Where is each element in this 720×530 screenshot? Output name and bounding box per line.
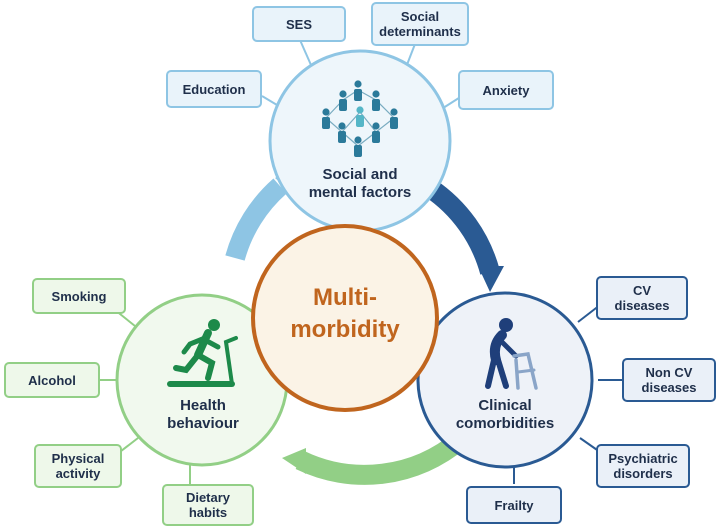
box-psychiatric-disorders: Psychiatric disorders: [596, 444, 690, 488]
box-frailty: Frailty: [466, 486, 562, 524]
box-ses: SES: [252, 6, 346, 42]
arrow-arc-to-social: [225, 178, 287, 261]
box-cv-diseases: CV diseases: [596, 276, 688, 320]
arrow-arc-to-clinical: [424, 179, 500, 275]
box-anxiety: Anxiety: [458, 70, 554, 110]
box-non-cv-diseases: Non CV diseases: [622, 358, 716, 402]
social-label: Social and mental factors: [308, 166, 412, 201]
box-social-determinants: Social determinants: [371, 2, 469, 46]
box-alcohol: Alcohol: [4, 362, 100, 398]
box-education: Education: [166, 70, 262, 108]
arrow-arc-to-health: [295, 432, 467, 485]
center-circle: [251, 224, 439, 412]
treadmill-runner-icon: [167, 319, 238, 387]
arrow-head-to-clinical: [478, 266, 504, 292]
people-network-icon: [322, 80, 398, 157]
box-smoking: Smoking: [32, 278, 126, 314]
box-dietary-habits: Dietary habits: [162, 484, 254, 526]
clinical-label: Clinical comorbidities: [455, 397, 555, 432]
health-label: Health behaviour: [167, 397, 239, 432]
elderly-walker-icon: [485, 318, 538, 390]
arrow-head-to-health: [282, 448, 306, 474]
box-physical-activity: Physical activity: [34, 444, 122, 488]
center-label: Multi- morbidity: [290, 284, 400, 343]
